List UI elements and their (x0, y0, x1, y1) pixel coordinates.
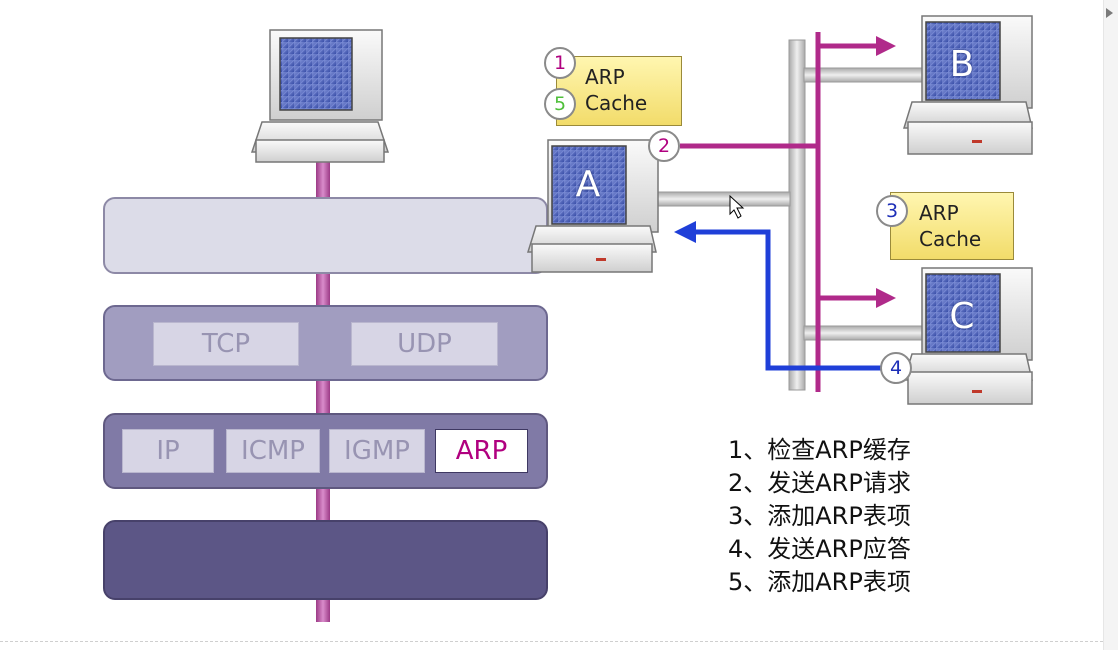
computer-a-label: A (575, 164, 601, 205)
reply-arrow-a-icon (674, 221, 696, 243)
arp-cache-c-line1: ARP (919, 201, 959, 225)
computer-c (902, 267, 1033, 405)
tcp-box: TCP (153, 322, 299, 366)
arp-box: ARP (435, 429, 528, 473)
step-2-badge: 2 (648, 130, 680, 162)
bottom-divider (0, 641, 1103, 642)
arp-cache-c-line2: Cache (919, 227, 982, 251)
link-layer (103, 520, 548, 600)
arp-request-path (680, 32, 878, 392)
step-item-1: 1、检查ARP缓存 (728, 436, 911, 464)
step-item-3: 3、添加ARP表项 (728, 502, 911, 530)
step-item-2: 2、发送ARP请求 (728, 469, 911, 497)
ip-box: IP (122, 429, 214, 473)
right-edge-strip (1103, 0, 1118, 650)
computer-c-label: C (949, 296, 975, 337)
icmp-box: ICMP (226, 429, 320, 473)
application-layer (103, 197, 548, 274)
step-4-badge: 4 (880, 352, 912, 384)
arp-reply-path (694, 229, 888, 371)
step-3-badge: 3 (876, 195, 908, 227)
arp-cache-a-line2: Cache (585, 91, 648, 115)
stack-host-computer (250, 29, 390, 163)
mouse-cursor-icon (729, 194, 745, 219)
igmp-box: IGMP (329, 429, 425, 473)
step-1-badge: 1 (544, 47, 576, 79)
request-arrow-b-icon (876, 36, 896, 56)
udp-box: UDP (351, 322, 498, 366)
step-list: 1、检查ARP缓存 2、发送ARP请求 3、添加ARP表项 4、发送ARP应答 … (728, 434, 911, 599)
ethernet-cables (639, 39, 925, 391)
computer-b-label: B (949, 44, 975, 85)
step-item-4: 4、发送ARP应答 (728, 535, 911, 563)
arp-cache-c: ARP Cache (890, 192, 1014, 260)
computer-b (902, 15, 1033, 155)
computer-a (526, 139, 659, 273)
arp-cache-a: ARP Cache (556, 56, 682, 126)
request-arrow-c-icon (876, 288, 896, 308)
step-5-badge: 5 (544, 88, 576, 120)
expand-arrow-icon[interactable] (1106, 8, 1113, 18)
step-item-5: 5、添加ARP表项 (728, 568, 911, 596)
arp-cache-a-line1: ARP (585, 65, 625, 89)
